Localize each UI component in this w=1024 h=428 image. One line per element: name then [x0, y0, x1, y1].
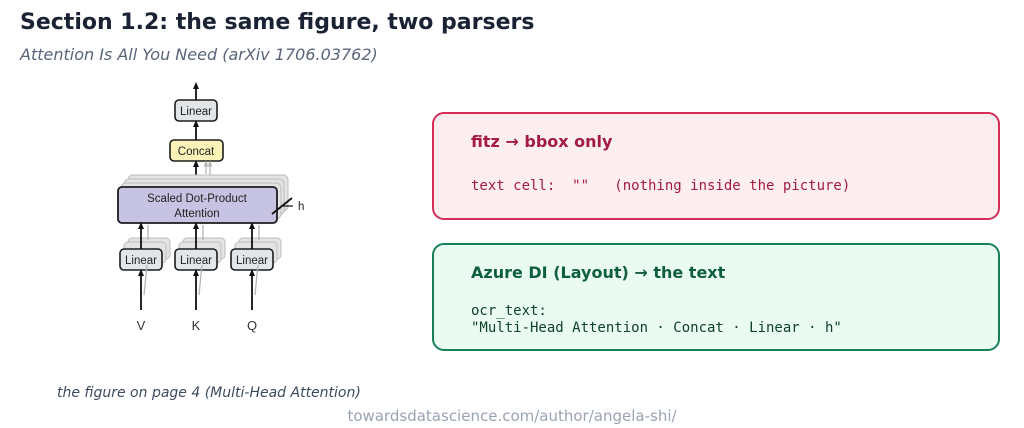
attention-block: Scaled Dot-Product Attention	[117, 186, 278, 224]
input-q-label: Q	[247, 318, 257, 333]
azure-card-body: ocr_text: "Multi-Head Attention · Concat…	[471, 303, 842, 336]
linear-k-block: Linear	[174, 237, 226, 271]
concat-block: Concat	[169, 139, 224, 162]
linear-v-block: Linear	[119, 237, 171, 271]
concat-label: Concat	[178, 146, 215, 158]
linear-q-block: Linear	[230, 237, 282, 271]
azure-result-card: Azure DI (Layout) → the text ocr_text: "…	[432, 243, 1000, 351]
page-title: Section 1.2: the same figure, two parser…	[20, 10, 535, 35]
figure-caption: the figure on page 4 (Multi-Head Attenti…	[57, 385, 361, 401]
linear-output-label: Linear	[180, 106, 212, 118]
linear-output-block: Linear	[174, 99, 218, 122]
linear-v-label: Linear	[125, 255, 157, 267]
fitz-card-title: fitz → bbox only	[471, 132, 613, 151]
footer-url: towardsdatascience.com/author/angela-shi…	[347, 407, 677, 425]
multi-head-attention-figure: Linear Concat Scaled Dot-Product Attenti…	[117, 82, 304, 333]
fitz-result-card: fitz → bbox only text cell: "" (nothing …	[432, 112, 1000, 220]
attention-label-line1: Scaled Dot-Product	[147, 193, 248, 205]
fitz-card-body: text cell: "" (nothing inside the pictur…	[471, 178, 851, 194]
linear-q-label: Linear	[236, 255, 268, 267]
input-k-label: K	[192, 318, 201, 333]
azure-card-title: Azure DI (Layout) → the text	[471, 263, 726, 282]
linear-k-label: Linear	[180, 255, 212, 267]
attention-label-line2: Attention	[174, 208, 219, 220]
page-subtitle: Attention Is All You Need (arXiv 1706.03…	[20, 45, 378, 64]
h-label: h	[298, 201, 304, 213]
input-v-label: V	[137, 318, 146, 333]
